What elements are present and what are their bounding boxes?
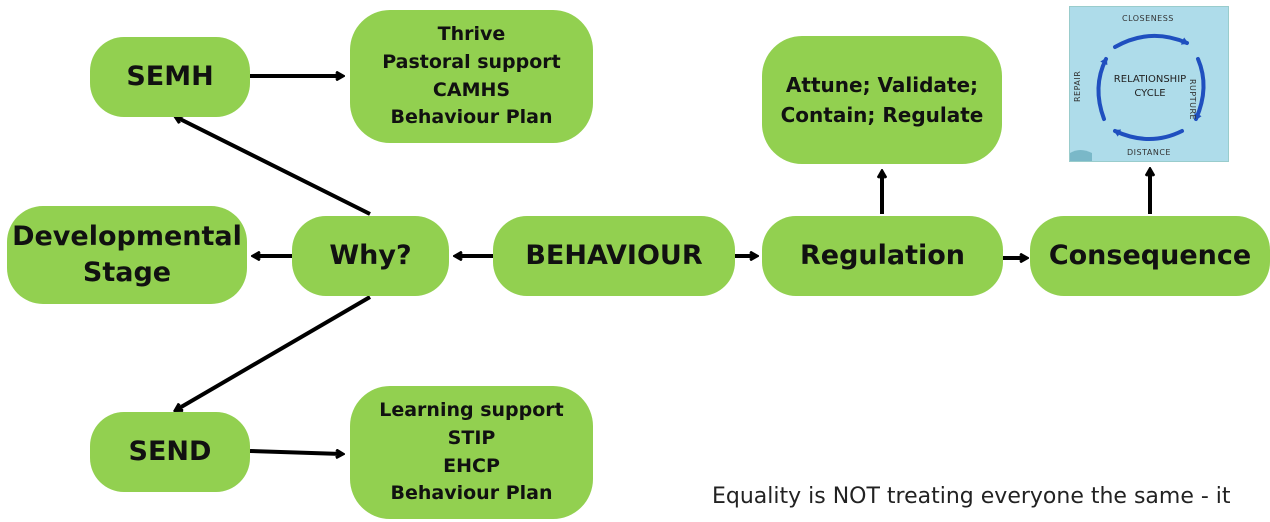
consequence-label: Consequence (1048, 240, 1252, 272)
semh-support-line: Behaviour Plan (390, 106, 553, 129)
cycle-center-line: CYCLE (1134, 87, 1166, 99)
behaviour-node: BEHAVIOUR (493, 216, 735, 296)
semh-support-line: CAMHS (432, 78, 511, 101)
relationship-cycle-image: CLOSENESS DISTANCE RUPTURE REPAIR RELATI… (1069, 6, 1229, 162)
send-support-line: STIP (447, 426, 496, 449)
send-support-node: Learning support STIP EHCP Behaviour Pla… (350, 386, 593, 519)
regulation-label: Regulation (799, 240, 966, 272)
semh-support-line: Pastoral support (382, 50, 561, 73)
footer-text: Equality is NOT treating everyone the sa… (712, 484, 1231, 509)
semh-node: SEMH (90, 37, 250, 117)
regulation-actions-line: Contain; Regulate (780, 103, 984, 127)
send-node: SEND (90, 412, 250, 492)
cycle-arrows-icon (1070, 33, 1206, 161)
consequence-node: Consequence (1030, 216, 1270, 296)
send-support-line: EHCP (443, 454, 500, 477)
arrow-why-to-send (176, 295, 372, 410)
send-label: SEND (128, 436, 212, 468)
send-support-line: Behaviour Plan (390, 482, 553, 505)
developmental-stage-line: Stage (82, 257, 172, 288)
semh-support-node: Thrive Pastoral support CAMHS Behaviour … (350, 10, 593, 143)
cycle-label-bottom: DISTANCE (1127, 148, 1171, 157)
send-support-line: Learning support (379, 399, 564, 422)
arrow-why-to-semh (176, 117, 371, 216)
semh-label: SEMH (126, 61, 214, 93)
semh-support-line: Thrive (437, 23, 506, 46)
regulation-node: Regulation (762, 216, 1003, 296)
why-label: Why? (329, 240, 412, 272)
developmental-stage-node: Developmental Stage (7, 206, 247, 304)
regulation-actions-line: Attune; Validate; (785, 73, 979, 97)
cycle-center-line: RELATIONSHIP (1113, 74, 1187, 85)
cycle-label-top: CLOSENESS (1122, 14, 1174, 23)
arrow-send-to-support (249, 451, 342, 454)
behaviour-label: BEHAVIOUR (525, 240, 703, 272)
developmental-stage-line: Developmental (12, 220, 242, 252)
why-node: Why? (292, 216, 449, 296)
regulation-actions-node: Attune; Validate; Contain; Regulate (762, 36, 1002, 164)
cycle-center-label: RELATIONSHIP CYCLE (1070, 73, 1228, 100)
